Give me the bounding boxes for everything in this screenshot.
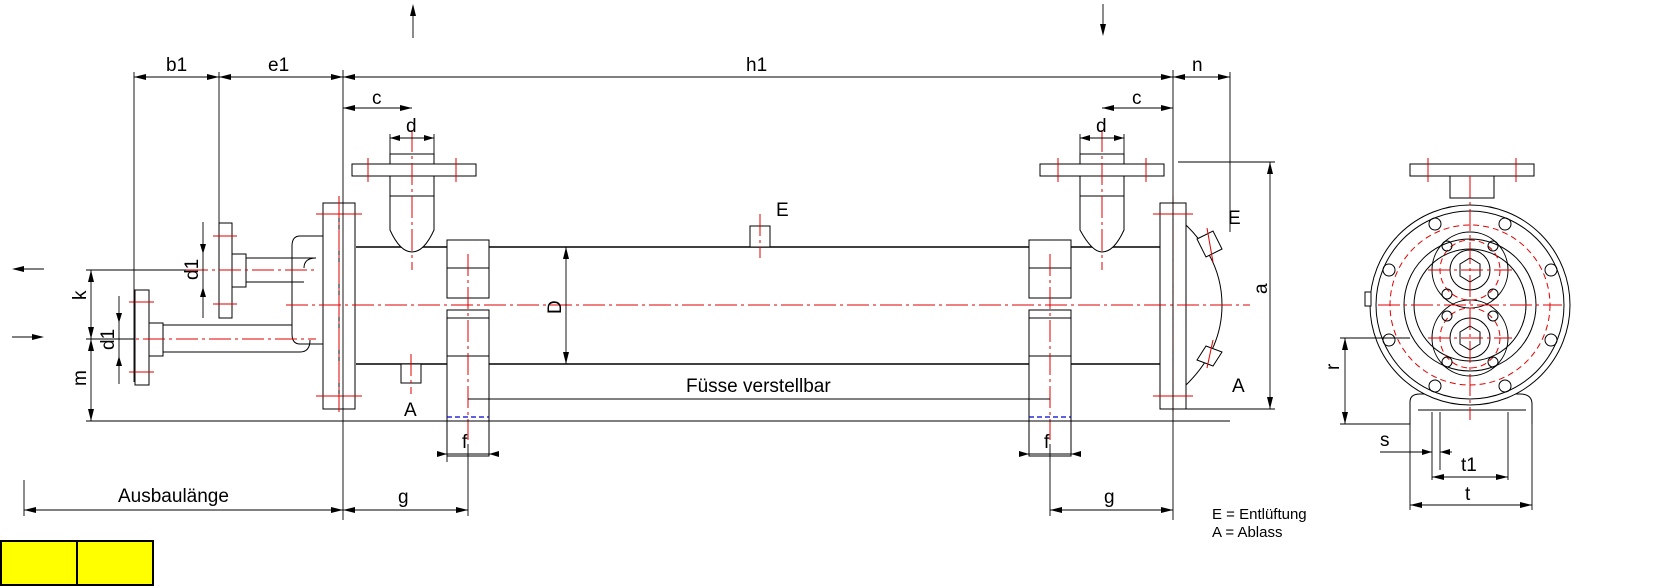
label-s: s (1380, 430, 1390, 451)
title-block (0, 540, 154, 586)
label-A-right: A (1232, 376, 1245, 397)
label-k: k (70, 290, 91, 300)
label-g-right: g (1104, 487, 1115, 508)
label-D: D (545, 300, 566, 314)
dimensions-side (12, 4, 1275, 520)
label-r: r (1323, 363, 1344, 370)
legend-vent: E = Entlüftung (1212, 506, 1307, 523)
legend-drain: A = Ablass (1212, 524, 1283, 541)
label-c-right: c (1132, 88, 1142, 109)
legend: E = Entlüftung A = Ablass (1212, 506, 1307, 542)
label-b1: b1 (166, 55, 187, 76)
label-g-left: g (398, 487, 409, 508)
label-E-mid: E (776, 200, 789, 221)
title-block-cell-1 (2, 542, 78, 584)
label-e1: e1 (268, 55, 289, 76)
label-E-right: E (1228, 208, 1241, 229)
shell-body (356, 225, 1160, 457)
title-block-cell-2 (78, 542, 152, 584)
label-m: m (70, 370, 91, 386)
label-t1: t1 (1461, 455, 1477, 476)
label-f-right: f (1044, 432, 1050, 453)
label-feet-adjustable: Füsse verstellbar (686, 376, 831, 397)
label-A-left: A (404, 400, 417, 421)
label-removal-length: Ausbaulänge (118, 486, 229, 507)
side-connection-lower (129, 289, 311, 386)
dimension-labels: b1 e1 h1 n c c d d E E A A Füsse verstel… (70, 55, 1477, 508)
label-f-left: f (462, 432, 468, 453)
label-h1: h1 (746, 55, 767, 76)
label-t: t (1465, 484, 1471, 505)
label-a: a (1251, 283, 1272, 294)
label-d1-upper: d1 (182, 259, 203, 280)
left-end-flange (291, 202, 362, 410)
end-view (1340, 158, 1571, 510)
label-n: n (1192, 55, 1203, 76)
label-d1-lower: d1 (98, 329, 119, 350)
right-end-cover (1153, 202, 1223, 410)
label-d-left: d (406, 116, 417, 137)
top-nozzle-left (351, 153, 477, 253)
label-c-left: c (372, 88, 382, 109)
label-d-right: d (1096, 116, 1107, 137)
